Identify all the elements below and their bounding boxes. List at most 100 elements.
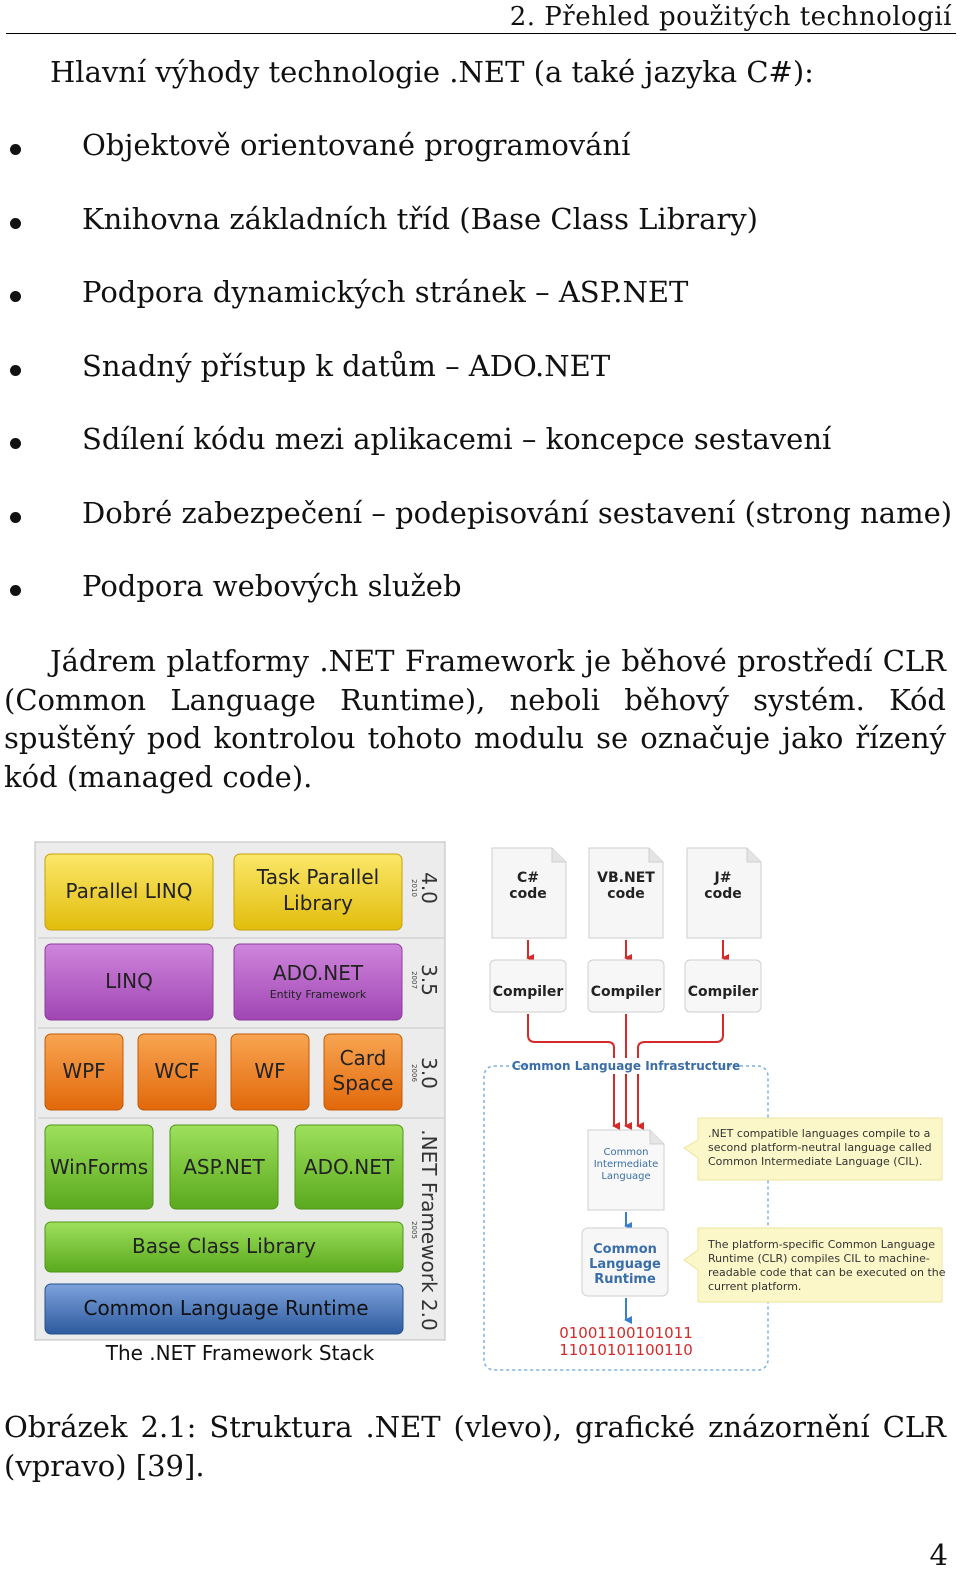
- cil-note-line2: second platform-neutral language called: [708, 1141, 932, 1154]
- clr-note-line4: current platform.: [708, 1280, 801, 1293]
- version-3-5-label: 3.5: [417, 964, 441, 996]
- list-item: Podpora webových služeb: [0, 569, 960, 643]
- bullet-icon: [10, 291, 21, 302]
- compiler-box: Compiler: [684, 959, 762, 1013]
- cil-label-line2: Intermediate: [594, 1159, 659, 1170]
- list-item-text: Dobré zabezpečení – podepisování sestave…: [82, 495, 953, 530]
- clr-box-line2: Language: [589, 1257, 661, 1272]
- task-parallel-library-block: [233, 853, 403, 931]
- wcf-label: WCF: [154, 1059, 199, 1083]
- parallel-linq-label: Parallel LINQ: [66, 879, 193, 903]
- bullet-list: Objektově orientované programování Kniho…: [0, 128, 960, 643]
- wf-label: WF: [254, 1059, 285, 1083]
- cil-label-line3: Language: [601, 1171, 650, 1182]
- list-item: Dobré zabezpečení – podepisování sestave…: [0, 496, 960, 570]
- wf-block: [230, 1033, 310, 1111]
- bullet-icon: [10, 364, 21, 376]
- compiler-label: Compiler: [493, 984, 564, 1000]
- clr-compilation-diagram: C# code VB.NET code J# code Compiler Com…: [483, 847, 946, 1371]
- winforms-block: [44, 1124, 154, 1210]
- arrow-icon: [636, 1014, 724, 1130]
- clr-note-line1: The platform-specific Common Language: [707, 1238, 935, 1251]
- bullet-icon: [10, 438, 21, 449]
- clr-box-line3: Runtime: [594, 1272, 656, 1287]
- clr-box-line1: Common: [593, 1242, 657, 1257]
- version-4-0-label: 4.0: [417, 872, 441, 904]
- body-paragraph: Jádrem platformy .NET Framework je běhov…: [4, 644, 946, 794]
- parallel-linq-block: [44, 853, 214, 931]
- list-item-text: Objektově orientované programování: [82, 128, 631, 162]
- clr-note-line3: readable code that can be executed on th…: [708, 1266, 946, 1279]
- chapter-title: 2. Přehled použitých technologií: [509, 2, 952, 32]
- list-item-text: Podpora dynamických stránek – ASP.NET: [82, 275, 689, 309]
- cil-label-line1: Common: [603, 1147, 648, 1158]
- aspnet-label: ASP.NET: [183, 1155, 265, 1179]
- list-item: Knihovna základních tříd (Base Class Lib…: [0, 202, 960, 276]
- ado-ef-label-line2: Entity Framework: [270, 988, 367, 1001]
- clr-label: Common Language Runtime: [83, 1296, 368, 1320]
- cli-label: Common Language Infrastructure: [512, 1059, 740, 1073]
- list-item-text: Podpora webových služeb: [82, 569, 462, 603]
- cil-note-line1: .NET compatible languages compile to a: [708, 1127, 930, 1140]
- cil-document: Common Intermediate Language: [587, 1129, 665, 1211]
- header-rule: [6, 33, 956, 34]
- source-document-csharp: C# code: [491, 847, 567, 939]
- version-4-0-year: 2010: [410, 879, 418, 897]
- bullet-icon: [10, 144, 21, 155]
- bullet-icon: [10, 511, 21, 523]
- cli-label-bg: [532, 1058, 720, 1074]
- bullet-icon: [10, 585, 21, 596]
- page-number: 4: [929, 1538, 948, 1572]
- version-2-0-label: .NET Framework 2.0: [417, 1129, 441, 1330]
- ado-entity-framework-block: [233, 943, 403, 1021]
- compiler-label: Compiler: [591, 984, 662, 1000]
- bullet-icon: [10, 217, 21, 229]
- binary-line1: 01001100101011: [559, 1324, 693, 1342]
- intro-text: Hlavní výhody technologie .NET (a také j…: [50, 55, 814, 89]
- version-2-0-year: 2005: [410, 1221, 418, 1239]
- adonet-block: [294, 1124, 404, 1210]
- version-3-0-year: 2006: [410, 1064, 418, 1082]
- stack-caption: The .NET Framework Stack: [105, 1341, 375, 1365]
- source-csharp-line1: C#: [517, 870, 539, 886]
- arrow-icon: [527, 1014, 620, 1130]
- source-vbnet-line1: VB.NET: [597, 870, 655, 886]
- clr-box: Common Language Runtime: [581, 1227, 669, 1297]
- clr-block: [44, 1283, 404, 1335]
- cil-note-line3: Common Intermediate Language (CIL).: [708, 1155, 922, 1168]
- adonet-label: ADO.NET: [304, 1155, 395, 1179]
- cil-note: .NET compatible languages compile to a s…: [683, 1117, 943, 1181]
- source-document-jsharp: J# code: [686, 847, 762, 939]
- list-item: Sdílení kódu mezi aplikacemi – koncepce …: [0, 422, 960, 496]
- list-item: Snadný přístup k datům – ADO.NET: [0, 349, 960, 423]
- linq-label: LINQ: [105, 969, 153, 993]
- figure: Parallel LINQ Task Parallel Library 4.0 …: [34, 841, 946, 1371]
- linq-block: [44, 943, 214, 1021]
- task-parallel-label-line1: Task Parallel: [256, 865, 379, 889]
- compiler-box: Compiler: [587, 959, 665, 1013]
- cardspace-label-line1: Card: [340, 1046, 387, 1070]
- figure-caption: Obrázek 2.1: Struktura .NET (vlevo), gra…: [4, 1410, 946, 1483]
- version-3-5-year: 2007: [410, 971, 418, 989]
- running-header: 2. Přehled použitých technologií: [0, 0, 960, 34]
- wcf-block: [137, 1033, 217, 1111]
- list-item-text: Snadný přístup k datům – ADO.NET: [82, 348, 611, 383]
- cardspace-block: [323, 1033, 403, 1111]
- base-class-library-label: Base Class Library: [132, 1234, 316, 1258]
- clr-note-line2: Runtime (CLR) compiles CIL to machine-: [708, 1252, 930, 1265]
- list-item-text: Knihovna základních tříd (Base Class Lib…: [82, 201, 758, 236]
- list-item: Objektově orientované programování: [0, 128, 960, 202]
- source-csharp-line2: code: [509, 886, 546, 902]
- source-jsharp-line1: J#: [714, 870, 732, 886]
- compiler-box: Compiler: [489, 959, 567, 1013]
- wpf-block: [44, 1033, 124, 1111]
- source-jsharp-line2: code: [704, 886, 741, 902]
- task-parallel-label-line2: Library: [283, 891, 353, 915]
- list-item: Podpora dynamických stránek – ASP.NET: [0, 275, 960, 349]
- winforms-label: WinForms: [50, 1155, 148, 1179]
- aspnet-block: [169, 1124, 279, 1210]
- version-3-0-label: 3.0: [417, 1057, 441, 1089]
- source-document-vbnet: VB.NET code: [588, 847, 664, 939]
- binary-line2: 11010101100110: [559, 1341, 693, 1359]
- framework-stack-diagram: Parallel LINQ Task Parallel Library 4.0 …: [34, 841, 446, 1365]
